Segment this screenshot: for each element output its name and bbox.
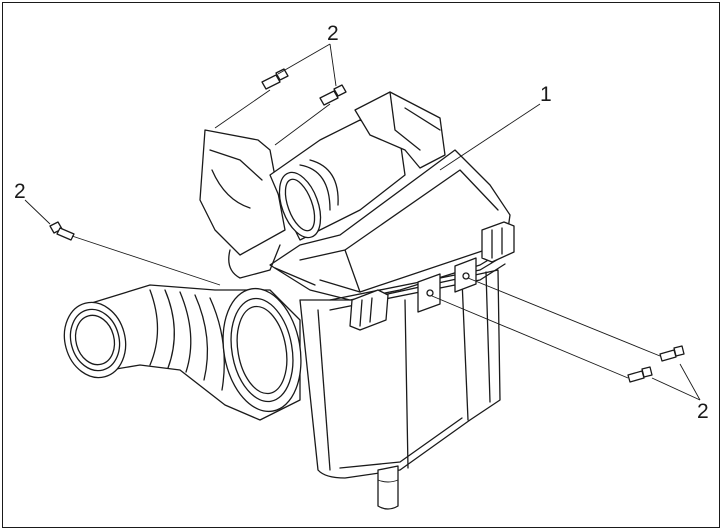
intake-duct <box>199 91 446 279</box>
callout-2-top: 2 <box>327 22 339 45</box>
callout-1: 1 <box>540 83 552 106</box>
outlet-hose <box>63 284 302 421</box>
callout-2-left: 2 <box>14 180 26 203</box>
bolt-top-left <box>261 68 289 90</box>
air-filter-housing <box>269 149 515 510</box>
bolt-right-lower <box>627 366 653 383</box>
leader-lines <box>24 43 701 401</box>
bolt-top-right <box>319 84 347 106</box>
drawing-border <box>2 2 720 528</box>
callout-2-right: 2 <box>697 400 709 423</box>
bolt-left <box>49 221 75 241</box>
bolt-right-upper <box>659 345 685 362</box>
